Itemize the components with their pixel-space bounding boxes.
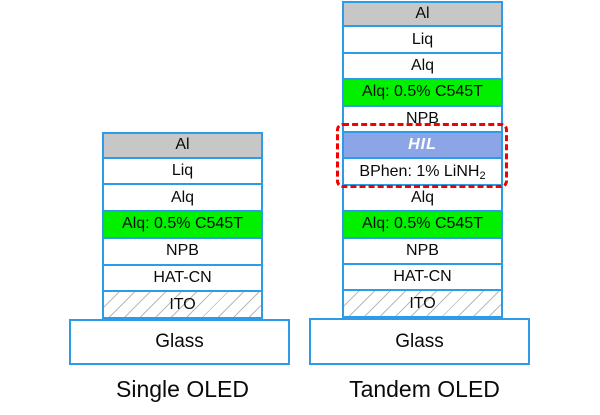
single-layer-ito: ITO — [102, 292, 263, 319]
single-oled-glass-substrate: Glass — [69, 319, 290, 365]
tandem-layer-alq-c545t-top: Alq: 0.5% C545T — [342, 80, 503, 107]
tandem-layer-hat-cn: HAT-CN — [342, 265, 503, 292]
single-layer-npb: NPB — [102, 238, 263, 266]
single-layer-al: Al — [102, 132, 263, 159]
single-oled-caption: Single OLED — [116, 376, 249, 402]
single-layer-hat-cn: HAT-CN — [102, 265, 263, 293]
single-layer-alq: Alq — [102, 185, 263, 213]
tandem-layer-npb-top: NPB — [342, 106, 503, 134]
tandem-oled-stack: Al Liq Alq Alq: 0.5% C545T NPB HIL BPhen… — [342, 1, 503, 318]
tandem-oled-caption: Tandem OLED — [349, 376, 500, 402]
layer-label: Alq: 0.5% C545T — [362, 215, 483, 233]
layer-label: Alq: 0.5% C545T — [362, 83, 483, 101]
layer-label: NPB — [406, 109, 439, 127]
layer-label-subscript: 2 — [479, 170, 486, 183]
layer-label: HAT-CN — [153, 268, 212, 286]
layer-label: Al — [175, 136, 190, 154]
layer-label: BPhen: 1% LiNH — [359, 162, 480, 180]
tandem-layer-npb-bottom: NPB — [342, 238, 503, 266]
layer-label: Liq — [411, 30, 434, 48]
substrate-label: Glass — [155, 331, 204, 352]
layer-label: ITO — [169, 295, 196, 313]
tandem-oled-glass-substrate: Glass — [309, 318, 530, 365]
layer-label: HAT-CN — [393, 268, 452, 286]
tandem-layer-alq-bottom: Alq — [342, 185, 503, 213]
layer-label: HIL — [408, 136, 437, 154]
layer-label: Alq — [410, 189, 435, 207]
tandem-layer-al: Al — [342, 1, 503, 28]
substrate-label: Glass — [395, 330, 444, 352]
tandem-layer-liq: Liq — [342, 27, 503, 54]
tandem-layer-ito: ITO — [342, 291, 503, 318]
layer-label: Alq — [170, 188, 195, 206]
layer-label: Liq — [171, 162, 194, 180]
tandem-layer-alq-c545t-bottom: Alq: 0.5% C545T — [342, 212, 503, 239]
single-oled-stack: Al Liq Alq Alq: 0.5% C545T NPB HAT-CN IT… — [102, 132, 263, 319]
tandem-layer-hil: HIL — [342, 133, 503, 160]
layer-label: ITO — [409, 294, 436, 312]
layer-label: Alq — [410, 57, 435, 75]
single-layer-liq: Liq — [102, 158, 263, 186]
layer-label: Al — [415, 5, 430, 23]
layer-label: NPB — [166, 242, 199, 260]
layer-label: Alq: 0.5% C545T — [122, 215, 243, 233]
tandem-layer-alq-top: Alq — [342, 53, 503, 81]
layer-label: NPB — [406, 241, 439, 259]
single-layer-alq-c545t: Alq: 0.5% C545T — [102, 212, 263, 239]
